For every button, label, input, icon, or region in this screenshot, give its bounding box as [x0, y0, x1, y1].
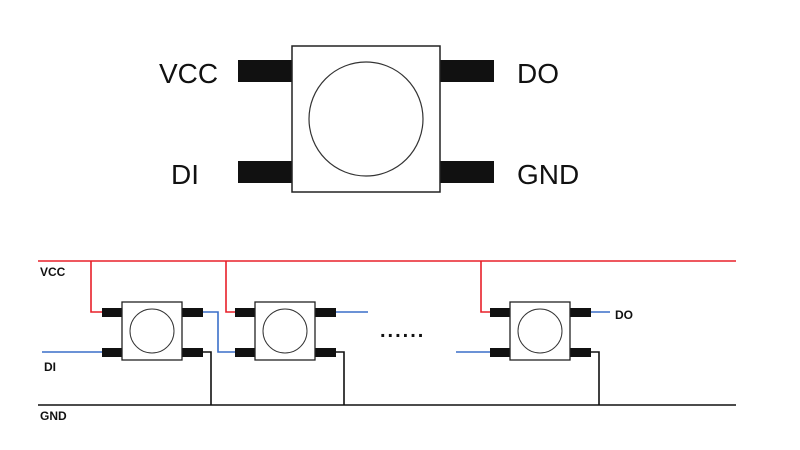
chain-led-2 [235, 301, 336, 361]
chain-label-di: DI [44, 360, 56, 374]
pin-do [438, 60, 494, 82]
pin-vcc [238, 60, 294, 82]
chain-wiring: VCC DI GND DO ...... [38, 260, 736, 423]
pin-di [238, 161, 294, 183]
label-vcc: VCC [159, 58, 218, 89]
chain-ellipsis: ...... [380, 320, 425, 342]
pin-gnd [438, 161, 494, 183]
gnd-rail [38, 351, 736, 406]
vcc-rail [38, 260, 736, 313]
chain-led-1 [102, 301, 203, 361]
chain-label-vcc: VCC [40, 265, 66, 279]
label-do: DO [517, 58, 559, 89]
led-lens [308, 61, 424, 177]
data-line [42, 311, 610, 353]
led-pinout: VCC DI DO GND [159, 45, 579, 193]
label-di: DI [171, 159, 199, 190]
chain-led-3 [490, 301, 591, 361]
label-gnd: GND [517, 159, 579, 190]
chain-label-gnd: GND [40, 409, 67, 423]
chain-label-do: DO [615, 308, 633, 322]
